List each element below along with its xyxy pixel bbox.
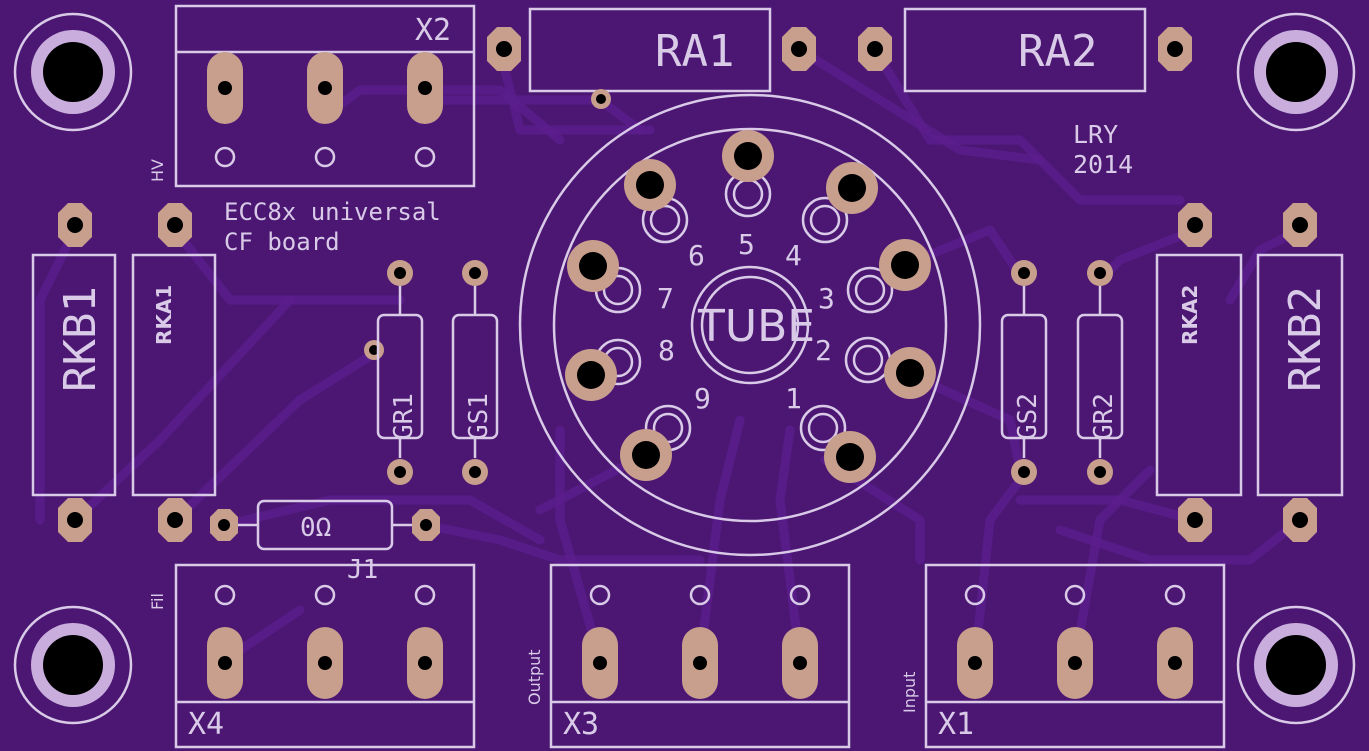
tube-pin-label-1: 1: [785, 382, 802, 415]
drill-hole: [836, 443, 864, 471]
tube-pin-ring-inner: [852, 344, 884, 376]
connector-x1: X1 Input: [900, 563, 1226, 749]
drill-hole: [632, 441, 660, 469]
tube-pin-ring-inner: [854, 274, 886, 306]
resistor-gr1-label: GR1: [389, 393, 419, 440]
tube-socket: TUBE: [518, 93, 982, 557]
resistor-rka2-label: RKA2: [1178, 285, 1202, 345]
jumper-j1-ref: J1: [347, 555, 378, 585]
resistor-rka1-label: RKA1: [152, 285, 176, 345]
tube-pin-label-5: 5: [738, 228, 755, 261]
resistor-ra1-label: RA1: [655, 26, 734, 77]
tube-pin-label-3: 3: [818, 282, 835, 315]
drill-hole: [838, 174, 866, 202]
tube-pin-ring: [846, 266, 894, 314]
tube-pin-label-4: 4: [785, 239, 802, 272]
tube-pin-label-2: 2: [815, 334, 832, 367]
tube-pin-ring-inner: [602, 274, 634, 306]
resistor-gr2-label: GR2: [1089, 393, 1119, 440]
connector-x3: X3 Output: [525, 563, 851, 749]
resistor-ra2: RA2: [858, 7, 1192, 93]
connector-x2-label: HV: [148, 159, 167, 182]
connector-x4-ref: X4: [188, 707, 224, 742]
tube-pin-ring: [801, 196, 849, 244]
year-label: 2014: [1073, 150, 1133, 179]
resistor-rka1: RKA1: [131, 203, 217, 542]
connector-x3-ref: X3: [563, 707, 599, 742]
tube-pin-label-8: 8: [658, 334, 675, 367]
drill-hole: [896, 359, 924, 387]
resistor-gs1-label: GS1: [464, 393, 494, 440]
resistor-gs2-label: GS2: [1013, 393, 1043, 440]
drill-hole: [577, 361, 605, 389]
tube-pin-label-6: 6: [688, 239, 705, 272]
resistor-gr2: GR2: [1076, 260, 1124, 485]
tube-pin-ring-inner: [807, 412, 839, 444]
mounting-hole-icon: [1236, 12, 1356, 132]
tube-label: TUBE: [697, 301, 815, 352]
jumper-j1-value: 0Ω: [300, 513, 331, 543]
board-title-line1: ECC8x universal: [224, 198, 441, 226]
tube-pin-label-9: 9: [694, 382, 711, 415]
author-label: LRY: [1073, 120, 1118, 149]
drill-hole: [891, 251, 919, 279]
resistor-rkb1-label: RKB1: [55, 286, 106, 392]
connector-x3-label: Output: [525, 649, 544, 705]
resistor-gs1: GS1: [451, 260, 499, 485]
connector-x1-ref: X1: [938, 707, 974, 742]
connector-x1-label: Input: [900, 672, 919, 713]
resistor-rkb1: RKB1: [31, 203, 117, 542]
resistor-gs2: GS2: [1000, 260, 1048, 485]
drill-hole: [734, 142, 762, 170]
tube-pin-label-7: 7: [657, 282, 674, 315]
resistor-rka2: RKA2: [1155, 203, 1243, 542]
mounting-hole-icon: [1236, 605, 1356, 725]
resistor-rkb2: RKB2: [1256, 203, 1344, 542]
jumper-j1: 0Ω J1: [210, 499, 440, 585]
connector-x4: X4 Fil: [148, 563, 476, 749]
drill-hole: [636, 171, 664, 199]
resistor-ra2-label: RA2: [1018, 26, 1097, 77]
tube-pin-ring-inner: [809, 204, 841, 236]
mounting-hole-icon: [13, 605, 133, 725]
tube-pin-ring: [799, 404, 847, 452]
resistor-ra1: RA1: [487, 7, 816, 93]
drill-hole: [579, 252, 607, 280]
mounting-hole-icon: [13, 12, 133, 132]
board-title-line2: CF board: [224, 228, 340, 256]
connector-x4-label: Fil: [148, 593, 167, 610]
connector-x2: X2 HV: [148, 4, 476, 188]
resistor-gr1: GR1: [376, 260, 424, 485]
resistor-rkb2-label: RKB2: [1280, 286, 1331, 392]
connector-x2-ref: X2: [415, 13, 451, 48]
